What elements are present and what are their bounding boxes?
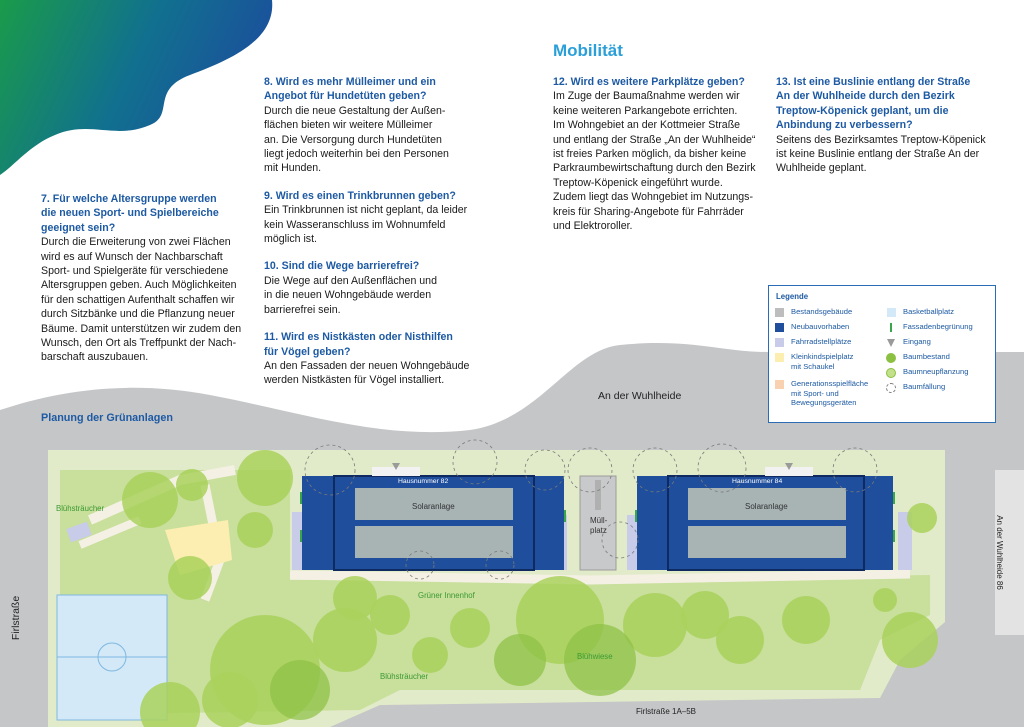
legend-item-label: Baumbestand bbox=[903, 352, 950, 361]
answer-7-line: wird es auf Wunsch der Nachbarschaft bbox=[41, 250, 223, 263]
answer-7-line: für den schattigen Aufenthalt schaffen w… bbox=[41, 293, 235, 306]
bluehwiese-label: Blühwiese bbox=[577, 652, 613, 661]
answer-8-line: an. Die Versorgung durch Hundetüten bbox=[264, 133, 442, 146]
answer-10-line: Die Wege auf den Außenflächen und bbox=[264, 274, 437, 287]
faq-item-12: 12. Wird es weitere Parkplätze geben? Im… bbox=[553, 75, 768, 233]
house-82-label: Hausnummer 82 bbox=[398, 478, 449, 485]
house-84-label: Hausnummer 84 bbox=[732, 478, 783, 485]
answer-7-line: Altersgruppen geben. Auch Möglichkeiten bbox=[41, 279, 237, 292]
bluehstraeucher-label-2: Blühsträucher bbox=[380, 672, 429, 681]
street-label-top: An der Wuhlheide bbox=[598, 390, 682, 402]
legend-swatch-facade-greening bbox=[890, 323, 892, 332]
legend-tree-removal-icon bbox=[886, 383, 896, 393]
answer-7-line: Durch die Erweiterung von zwei Flächen bbox=[41, 236, 231, 249]
solar-label-2: Solaranlage bbox=[745, 502, 788, 511]
legend-item-label: Eingang bbox=[903, 337, 931, 346]
answer-11-line: werden Nistkästen für Vögel installiert. bbox=[264, 374, 445, 387]
answer-13-line: Seitens des Bezirksamtes Treptow-Köpenic… bbox=[776, 133, 986, 146]
answer-12-line: kreis für Sharing-Angebote für Fahrräder bbox=[553, 205, 744, 218]
faq-column-2: 8. Wird es mehr Mülleimer und ein Angebo… bbox=[264, 75, 484, 388]
question-8: 8. Wird es mehr Mülleimer und ein Angebo… bbox=[264, 76, 436, 103]
question-7: 7. Für welche Altersgruppe werden die ne… bbox=[41, 193, 219, 234]
legend-item-label: Basketballplatz bbox=[903, 307, 955, 316]
legend-swatch-bike-parking bbox=[775, 338, 784, 347]
answer-7-line: Bäume. Damit unterstützen wir zudem den bbox=[41, 322, 242, 335]
street-label-right: An der Wuhlheide 86 bbox=[994, 515, 1004, 590]
answer-12-line: ist freies Parken möglich, da bisher kei… bbox=[553, 148, 747, 161]
legend-swatch-basketball bbox=[887, 308, 896, 317]
question-13: 13. Ist eine Buslinie entlang der Straße… bbox=[776, 76, 971, 132]
answer-12-line: Zudem liegt das Wohngebiet im Nutzungs- bbox=[553, 191, 754, 204]
plan-title: Planung der Grünanlagen bbox=[41, 412, 173, 424]
question-10: 10. Sind die Wege barrierefrei? bbox=[264, 260, 420, 273]
answer-12-line: keine weiteren Parkangebote errichten. bbox=[553, 104, 738, 117]
answer-12-line: Im Wohngebiet an der Kottmeier Straße bbox=[553, 119, 741, 132]
answer-12-line: Treptow-Köpenick eingeführt wurde. bbox=[553, 176, 723, 189]
legend-item-label: Baumneupflanzung bbox=[903, 367, 969, 376]
answer-12-line: und Elektroroller. bbox=[553, 220, 633, 233]
section-title: Mobilität bbox=[553, 41, 623, 60]
answer-7-line: Wunsch, den Ort als Treffpunkt der Nach- bbox=[41, 337, 237, 350]
legend-existing-tree-icon bbox=[886, 353, 896, 363]
innenhof-label: Grüner Innenhof bbox=[418, 591, 475, 600]
legend-swatch-generation-area bbox=[775, 380, 784, 389]
answer-8-line: mit Hunden. bbox=[264, 162, 322, 175]
question-12: 12. Wird es weitere Parkplätze geben? bbox=[553, 76, 745, 88]
answer-9-line: Ein Trinkbrunnen ist nicht geplant, da l… bbox=[264, 204, 468, 217]
map-legend: Legende Bestandsgebäude Neubauvorhaben F… bbox=[768, 285, 996, 423]
faq-item-7: 7. Für welche Altersgruppe werden die ne… bbox=[41, 192, 251, 365]
answer-12-line: Parkraumbewirtschaftung durch den Bezirk bbox=[553, 162, 756, 175]
answer-7-line: barschaft auszubauen. bbox=[41, 351, 149, 364]
legend-title: Legende bbox=[776, 292, 809, 301]
street-label-bottom: Firlstraße 1A–5B bbox=[636, 707, 697, 716]
answer-10-line: barrierefrei sein. bbox=[264, 303, 341, 316]
legend-item-label: Neubauvorhaben bbox=[791, 322, 850, 331]
muellplatz-label: Müll- platz bbox=[590, 516, 608, 535]
faq-item-13: 13. Ist eine Buslinie entlang der Straße… bbox=[776, 75, 1006, 176]
answer-12-line: Im Zuge der Baumaßnahme werden wir bbox=[553, 90, 740, 103]
legend-entrance-icon bbox=[887, 339, 895, 347]
question-9: 9. Wird es einen Trinkbrunnen geben? bbox=[264, 189, 456, 202]
answer-13-line: ist keine Buslinie entlang der Straße An… bbox=[776, 148, 980, 161]
solar-label-1: Solaranlage bbox=[412, 502, 455, 511]
legend-item-label: Fassadenbegrünung bbox=[903, 322, 973, 331]
answer-7-line: durch Sitzbänke und die Pflanzung neuer bbox=[41, 308, 235, 321]
answer-9-line: kein Wasseranschluss im Wohnumfeld bbox=[264, 218, 446, 231]
question-11: 11. Wird es Nistkästen oder Nisthilfen f… bbox=[264, 331, 453, 358]
legend-new-tree-icon bbox=[886, 368, 896, 378]
legend-item-label: Generationsspielfläche mit Sport- und Be… bbox=[791, 379, 869, 408]
answer-8-line: flächen bieten wir weitere Mülleimer bbox=[264, 119, 433, 132]
legend-swatch-playground bbox=[775, 353, 784, 362]
bluehstraeucher-label-1: Blühsträucher bbox=[56, 504, 105, 513]
legend-swatch-new-building bbox=[775, 323, 784, 332]
answer-8-line: liegt jedoch weiterhin bei den Personen bbox=[264, 148, 449, 161]
answer-9-line: möglich ist. bbox=[264, 233, 317, 246]
answer-8-line: Durch die neue Gestaltung der Außen- bbox=[264, 104, 446, 117]
answer-7-line: Sport- und Spielgeräte für verschiedene bbox=[41, 265, 229, 278]
legend-item-label: Bestandsgebäude bbox=[791, 307, 853, 316]
answer-11-line: An den Fassaden der neuen Wohngebäude bbox=[264, 359, 470, 372]
answer-13-line: Wuhlheide geplant. bbox=[776, 162, 867, 175]
answer-12-line: und entlang der Straße „An der Wuhlheide… bbox=[553, 133, 756, 146]
street-label-left: Firlstraße bbox=[10, 595, 23, 641]
legend-item-label: Kleinkindspielplatz mit Schaukel bbox=[791, 352, 854, 371]
answer-10-line: in die neuen Wohngebäude werden bbox=[264, 289, 432, 302]
legend-item-label: Baumfällung bbox=[903, 382, 946, 391]
legend-item-label: Fahrradstellplätze bbox=[791, 337, 852, 346]
decorative-gradient-shape bbox=[0, 0, 273, 175]
legend-swatch-existing-building bbox=[775, 308, 784, 317]
